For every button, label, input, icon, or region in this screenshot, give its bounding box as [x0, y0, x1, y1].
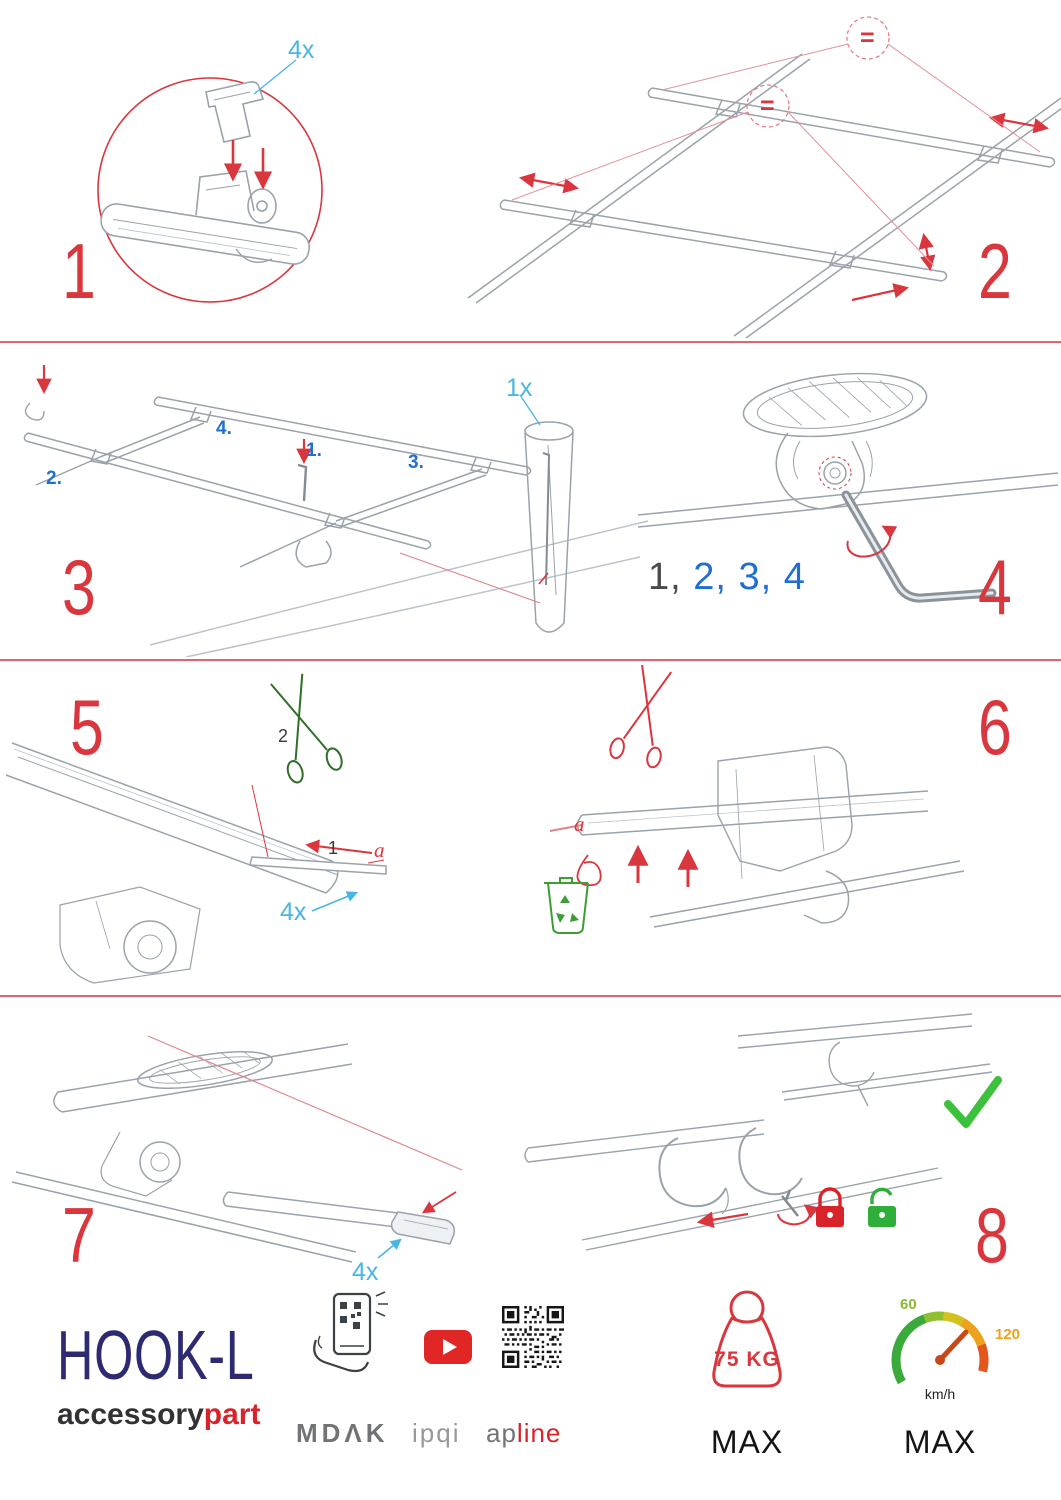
step5-number: 5	[70, 683, 104, 771]
step3-red-arrows	[36, 365, 312, 465]
rotate-arrow	[846, 525, 898, 558]
scissors-icon	[270, 673, 343, 784]
qty-leader-line	[253, 59, 297, 95]
step5-callout-a: a	[374, 838, 385, 862]
logo-apline: apline	[486, 1418, 561, 1449]
step6-callout-a: a	[574, 812, 585, 836]
step4-sequence: 1, 2, 3, 4	[648, 556, 806, 599]
speed-max-label: MAX	[903, 1424, 977, 1460]
speedometer-icon	[891, 1311, 989, 1385]
tool-pouch-drawing	[524, 421, 574, 633]
step2-illustration	[467, 16, 1061, 338]
insert-direction-arrow	[251, 784, 385, 864]
pouch-tip-mark	[538, 572, 549, 585]
logo-ipqi: ipqi	[412, 1418, 461, 1448]
strip-end	[549, 824, 583, 832]
step8-illustration	[524, 1013, 1002, 1251]
step5-illustration	[5, 673, 387, 984]
step6-number: 6	[978, 683, 1012, 771]
brand-prefix: accessory	[57, 1398, 204, 1431]
checkmark-icon	[944, 1076, 1002, 1128]
step2-number: 2	[978, 227, 1012, 315]
logo-mdak: MDΛK	[296, 1418, 389, 1448]
step3-illustration	[23, 365, 649, 657]
section-divider-2	[0, 659, 1061, 661]
qty-leader-arrow	[311, 891, 359, 912]
step3-label-1: 1.	[306, 440, 322, 461]
step7-illustration	[11, 1035, 463, 1263]
step4-number: 4	[978, 543, 1012, 631]
push-arrow	[696, 1211, 749, 1229]
adjust-arrows	[518, 112, 1050, 302]
equal-overhang-marks	[511, 16, 1041, 267]
step3-label-4: 4.	[216, 418, 232, 439]
step4-illustration	[637, 372, 1059, 603]
end-cap-drawing	[11, 1043, 456, 1263]
step5-callout-2: 2	[278, 726, 289, 746]
lock-closed-icon	[816, 1187, 844, 1227]
step3-number: 3	[62, 543, 96, 631]
bolt-highlight	[818, 456, 852, 490]
scissors-icon	[609, 665, 672, 769]
insert-arrows	[223, 140, 273, 190]
qty-leader-arrow	[377, 1238, 402, 1259]
speed-unit-label: km/h	[924, 1386, 956, 1402]
lock-assembly-drawing	[524, 1013, 993, 1251]
phone-scan-icon	[313, 1291, 388, 1373]
sequence-rest: 2, 3, 4	[693, 556, 806, 598]
youtube-icon	[424, 1330, 472, 1364]
step1-qty-label: 4x	[288, 36, 315, 64]
step3-qty-label: 1x	[506, 374, 533, 402]
logo-apline-prefix: ap	[486, 1418, 517, 1448]
allen-key-drawing	[841, 490, 997, 603]
qty-leader-line	[519, 394, 541, 426]
weight-limit-icon	[712, 1290, 782, 1388]
step3-label-2: 2.	[46, 468, 62, 489]
cap-pointer-arrow	[421, 1191, 457, 1214]
guide-line	[147, 1035, 463, 1171]
rotate-key-arrow	[777, 1204, 820, 1226]
section-divider-3	[0, 995, 1061, 997]
step3-label-3: 3.	[408, 452, 424, 473]
step7-qty-label: 4x	[352, 1258, 379, 1286]
detail-circle	[97, 77, 323, 303]
step5-callout-1: 1	[328, 838, 339, 858]
rack-overview-drawing	[467, 53, 1061, 338]
brand-logo: accessorypart	[57, 1398, 260, 1432]
logo-apline-suffix: line	[516, 1418, 562, 1448]
allen-key-drawing	[297, 463, 308, 502]
product-name: HOOK-L	[57, 1316, 255, 1394]
speed-max-value-label: 120	[995, 1326, 1021, 1343]
assembly-drawing	[23, 396, 649, 657]
brand-suffix: part	[203, 1398, 261, 1431]
step5-qty-label: 4x	[280, 898, 307, 926]
bar-strip-drawing	[5, 742, 387, 984]
recycle-bin-icon	[544, 877, 589, 934]
step1-illustration	[97, 59, 323, 303]
speed-min-label: 60	[900, 1296, 917, 1313]
step1-number: 1	[62, 227, 96, 315]
cut-off-coil	[576, 854, 602, 887]
weight-limit-value: 75 KG	[714, 1348, 780, 1371]
cut-strip-drawing	[576, 746, 965, 928]
sequence-first: 1,	[648, 556, 682, 598]
step7-number: 7	[62, 1191, 96, 1279]
weight-max-label: MAX	[710, 1424, 784, 1460]
equal-sign-top: =	[860, 24, 875, 52]
lock-open-icon	[868, 1187, 896, 1227]
strip-pointer-line	[399, 552, 541, 604]
step8-number: 8	[975, 1191, 1009, 1279]
qr-code-icon	[502, 1306, 564, 1368]
step6-illustration	[544, 665, 965, 934]
section-divider-1	[0, 341, 1061, 343]
lift-arrows	[627, 844, 699, 887]
equal-sign-mid: =	[760, 92, 775, 120]
crossbar-clamp-drawing	[100, 81, 311, 265]
